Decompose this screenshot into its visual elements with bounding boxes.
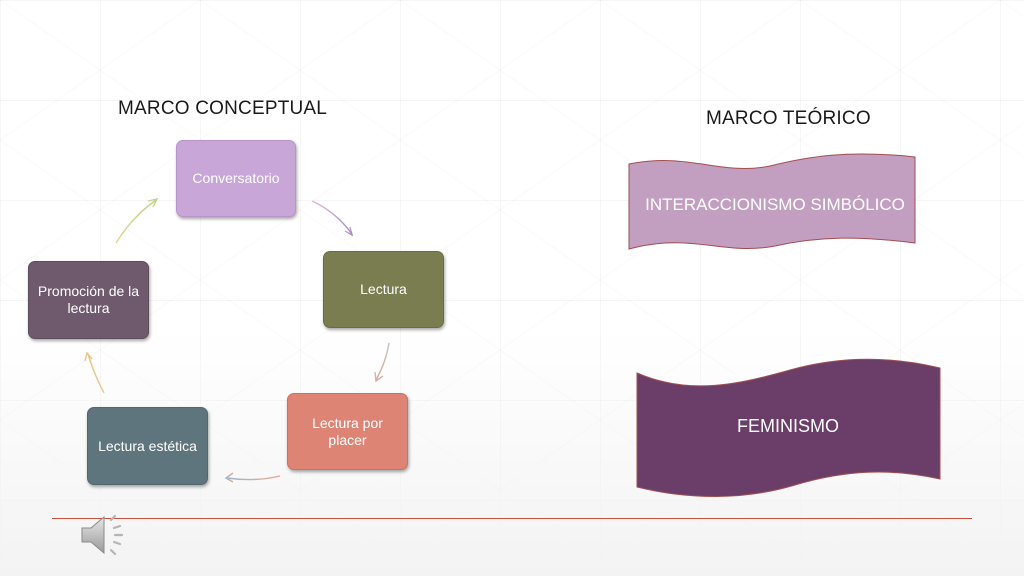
banner-label: FEMINISMO — [737, 416, 839, 436]
arrow-conversatorio-to-lectura — [311, 200, 354, 237]
cycle-node-label: Lectura — [360, 281, 407, 297]
cycle-node-promocion-de-la-lectura: Promoción de la lectura — [28, 261, 149, 339]
speaker-icon[interactable] — [78, 512, 130, 558]
banner-label: INTERACCIONISMO SIMBÓLICO — [645, 195, 905, 214]
marco-teorico-heading: MARCO TEÓRICO — [706, 108, 871, 129]
cycle-node-conversatorio: Conversatorio — [176, 140, 296, 217]
cycle-node-label: Promoción de la lectura — [37, 283, 140, 316]
banner-feminismo: FEMINISMO — [642, 385, 934, 467]
banner-interaccionismo-simbolico: INTERACCIONISMO SIMBÓLICO — [640, 170, 910, 240]
marco-conceptual-heading: MARCO CONCEPTUAL — [118, 98, 328, 119]
arrow-estetica-to-promocion — [84, 351, 105, 394]
cycle-node-lectura: Lectura — [323, 251, 444, 328]
arrow-placer-to-estetica — [224, 472, 281, 483]
cycle-node-label: Conversatorio — [192, 170, 280, 186]
cycle-node-lectura-por-placer: Lectura por placer — [287, 393, 408, 470]
cycle-node-lectura-estetica: Lectura estética — [87, 407, 208, 485]
arrow-promocion-to-conversatorio — [115, 197, 159, 244]
cycle-node-label: Lectura por placer — [312, 414, 383, 448]
cycle-node-label: Lectura estética — [98, 437, 197, 454]
footer-divider — [52, 518, 972, 519]
arrow-lectura-to-placer — [374, 342, 390, 383]
